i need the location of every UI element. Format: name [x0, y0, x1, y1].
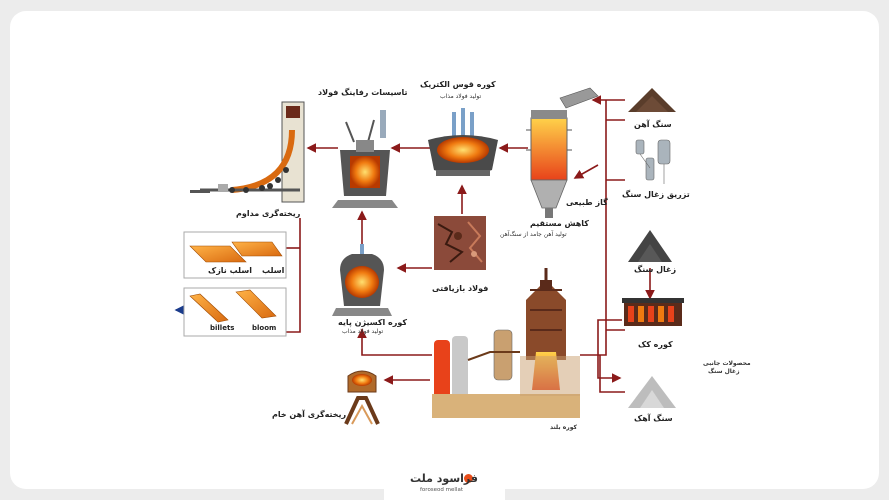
coke-oven-label: کوره کک [638, 340, 673, 349]
recycled-steel-icon [434, 216, 486, 270]
direct-reduction-sublabel: تولید آهن جامد از سنگ‌آهن [500, 231, 567, 238]
continuous-casting-icon [190, 101, 305, 203]
billets-label: billets [210, 324, 235, 332]
billet-bloom-products-box [183, 287, 287, 337]
iron-ore-label: سنگ آهن [634, 120, 672, 129]
pig-iron-casting-icon [344, 370, 380, 425]
blast-furnace-icon [432, 268, 580, 418]
eaf-sublabel: تولید فولاد مذاب [440, 93, 482, 100]
arrow-to-byproducts [597, 319, 622, 383]
limestone-label: سنگ آهک [634, 414, 673, 423]
slab-products-box [183, 231, 287, 279]
slab-label: اسلب [262, 266, 285, 275]
iron-ore-icon [628, 88, 676, 112]
flow-arrows [286, 95, 655, 393]
coal-injection-icon [635, 139, 671, 184]
arrow-right-collector [580, 100, 607, 356]
logo-name: فراسود ملت [410, 472, 478, 485]
byproducts-label-line2: زغال سنگ [708, 368, 740, 375]
continuous-casting-label: ریخته‌گری مداوم [236, 209, 301, 218]
coal-injection-label: تزریق زغال سنگ [622, 190, 690, 199]
limestone-icon [628, 376, 676, 408]
coal-label: زغال سنگ [634, 265, 677, 274]
steel-refining-icon [332, 110, 398, 208]
pig-iron-casting-label: ریخته‌گری آهن خام [272, 410, 347, 419]
direct-reduction-label: کاهش مستقیم [530, 219, 589, 228]
coke-oven-icon [622, 298, 684, 326]
bloom-label: bloom [252, 324, 277, 332]
logo-latin-name: foroseod mellat [420, 487, 463, 493]
arrow-gas-to-dr [573, 164, 599, 179]
refining-label: تاسیسات رفاینگ فولاد [318, 88, 408, 97]
recycled-steel-label: فولاد بازیافتی [432, 284, 489, 293]
arrow-bf-to-bof [357, 328, 432, 356]
blast-furnace-label: کوره بلند [550, 424, 577, 431]
byproducts-label-line1: محصولات جانبی [703, 360, 751, 367]
logo-mark-icon [464, 474, 473, 483]
eaf-label: کوره قوس الکتریک [420, 80, 496, 89]
direct-reduction-furnace-icon [526, 87, 599, 218]
basic-oxygen-furnace-icon [332, 244, 392, 316]
bof-label: کوره اکسیژن پایه [338, 318, 408, 327]
electric-arc-furnace-icon [428, 108, 498, 176]
thin-slab-label: اسلب نازک [208, 266, 252, 275]
logo-tab [384, 464, 505, 500]
coal-icon [628, 230, 672, 262]
bof-sublabel: تولید فولاد مذاب [342, 328, 384, 335]
natural-gas-label: گاز طبیعی [566, 198, 608, 207]
